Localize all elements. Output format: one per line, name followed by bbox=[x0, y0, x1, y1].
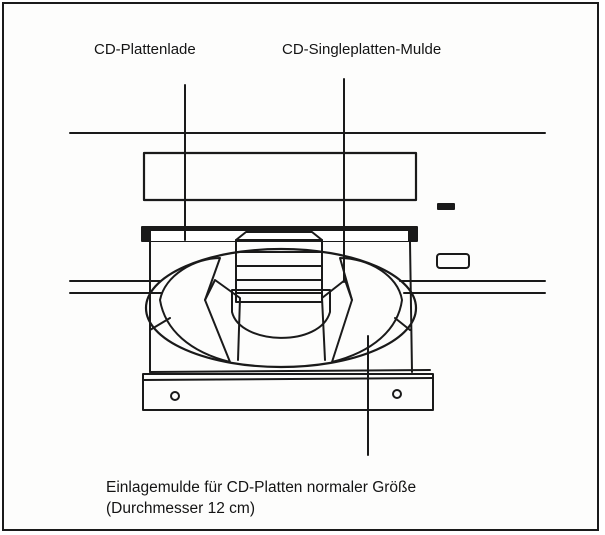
label-normal-disc-well: Einlagemulde für CD-Platten normaler Grö… bbox=[106, 479, 417, 496]
tray-screw-right bbox=[392, 389, 402, 399]
label-single-disc-well: CD-Singleplatten-Mulde bbox=[282, 41, 442, 58]
well-right-lobe bbox=[331, 257, 403, 363]
single-disc-well bbox=[231, 289, 331, 339]
indicator-light bbox=[437, 203, 455, 210]
tray-right-side bbox=[409, 241, 413, 373]
display-window bbox=[142, 151, 418, 202]
normal-disc-well bbox=[144, 247, 418, 369]
tray-front-lip-top bbox=[149, 369, 431, 373]
tray-screw-left bbox=[170, 391, 180, 401]
tray-lower-step bbox=[149, 317, 411, 331]
well-left-lobe bbox=[159, 257, 231, 363]
tray-front-lip bbox=[142, 373, 434, 411]
label-cd-tray: CD-Plattenlade bbox=[94, 41, 196, 58]
center-clamp bbox=[235, 239, 323, 303]
open-close-button bbox=[436, 253, 470, 269]
label-normal-disc-diameter: (Durchmesser 12 cm) bbox=[106, 500, 255, 517]
